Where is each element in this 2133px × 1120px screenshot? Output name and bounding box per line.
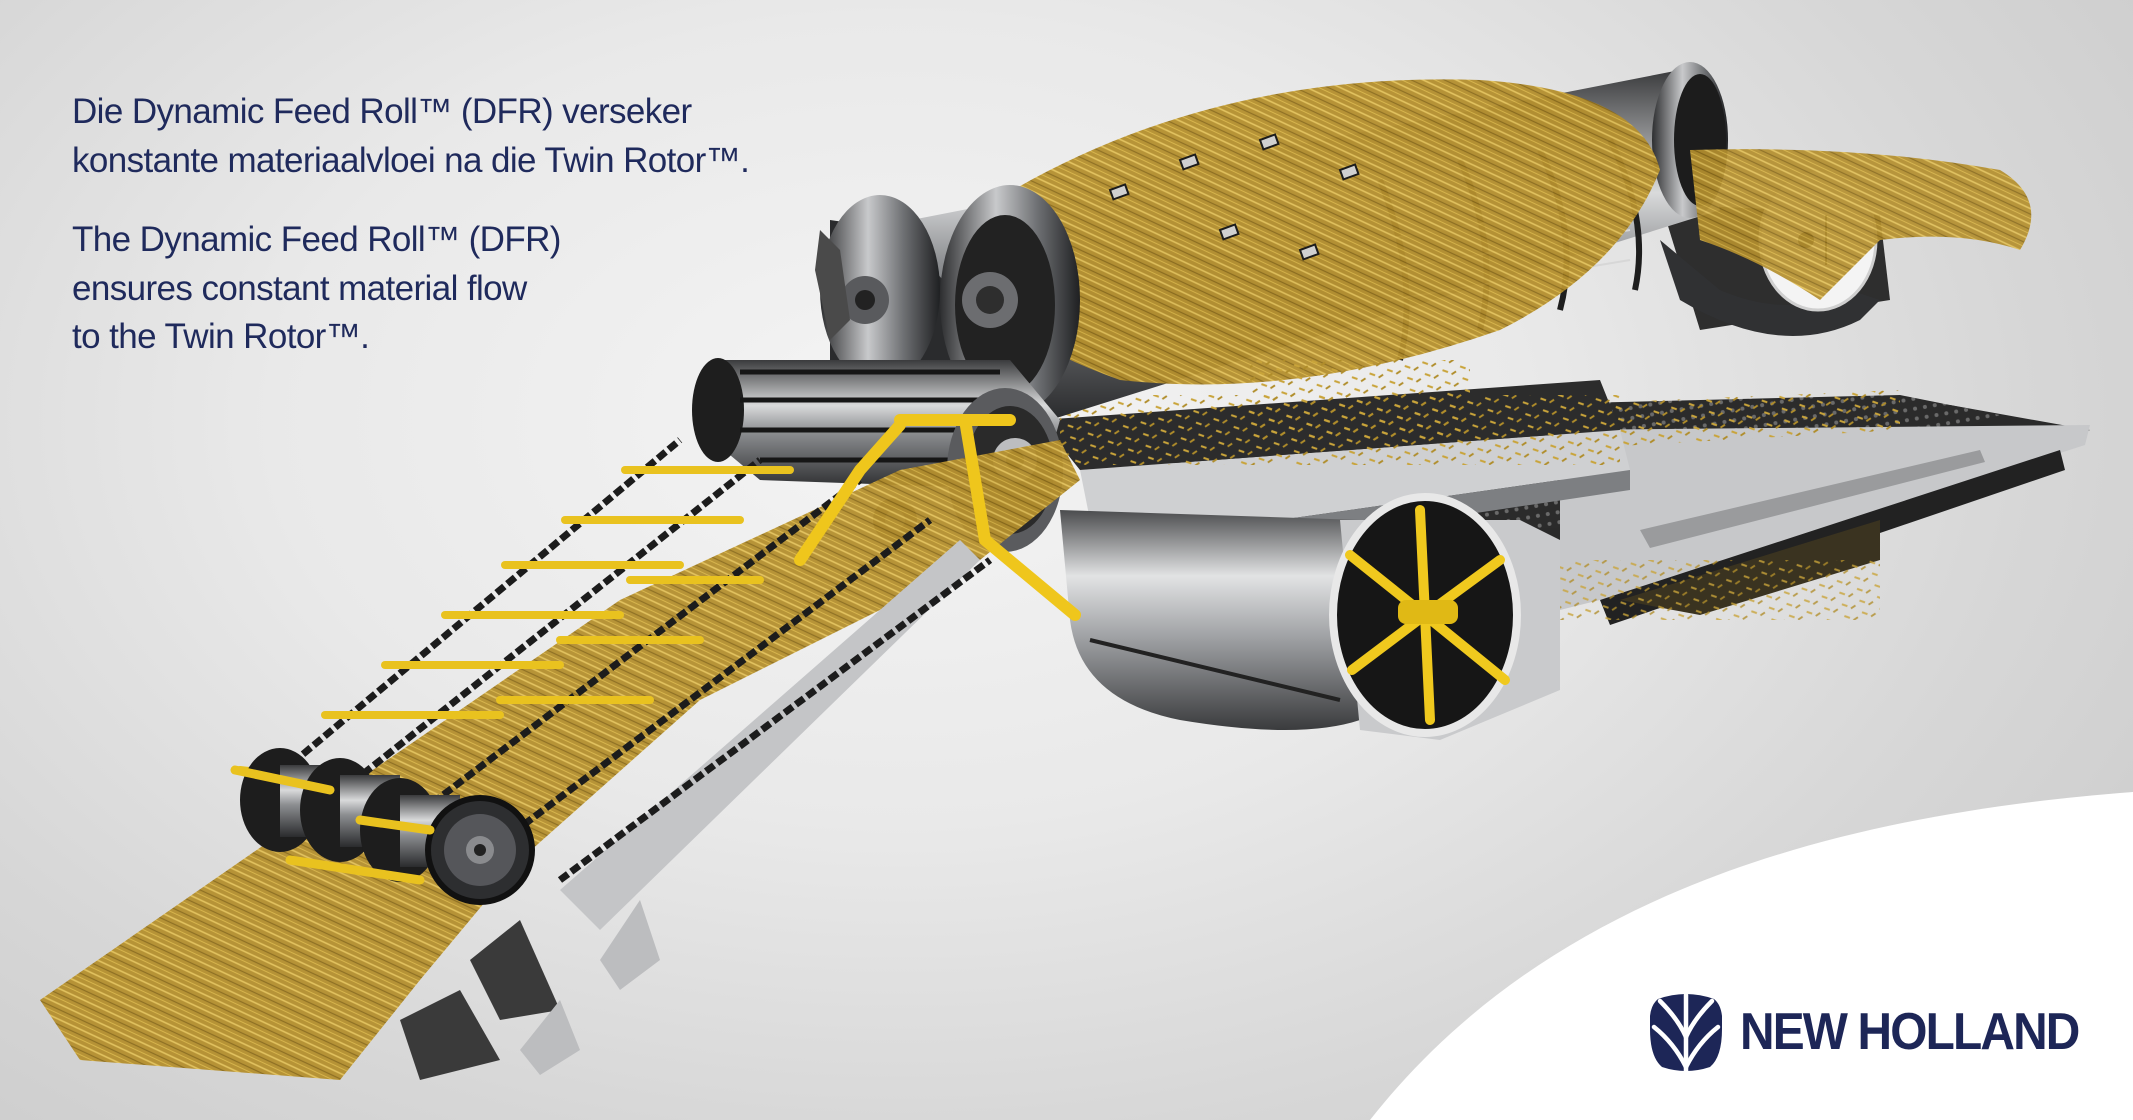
feeder-conveyor — [230, 437, 993, 1080]
leaf-emblem-icon — [1650, 993, 1722, 1071]
caption-english-line-3: to the Twin Rotor™. — [72, 317, 370, 356]
brand-wordmark: NEW HOLLAND — [1740, 1003, 2080, 1061]
yellow-linkage-arm — [794, 414, 1081, 621]
cleaning-fan — [1060, 493, 1560, 740]
caption-afrikaans-line-2: konstante materiaalvloei na die Twin Rot… — [72, 140, 750, 180]
caption-english-line-2: ensures constant material flow — [72, 268, 527, 308]
caption-afrikaans: Die Dynamic Feed Roll™ (DFR) verseker ko… — [72, 88, 750, 185]
new-holland-logo: NEW HOLLAND — [1650, 992, 2108, 1072]
caption-english-line-1: The Dynamic Feed Roll™ (DFR) — [72, 220, 561, 259]
caption-english: The Dynamic Feed Roll™ (DFR) ensures con… — [72, 216, 749, 362]
caption-block: Die Dynamic Feed Roll™ (DFR) verseker ko… — [72, 88, 750, 362]
twin-rotor — [860, 62, 2032, 440]
caption-afrikaans-line-1: Die Dynamic Feed Roll™ (DFR) verseker — [72, 92, 692, 131]
